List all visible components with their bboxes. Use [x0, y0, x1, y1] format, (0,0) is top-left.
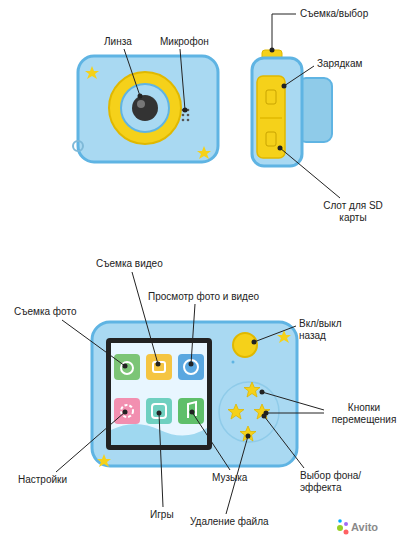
part-label: Линза [104, 36, 132, 48]
part-label: Музыка [212, 472, 247, 484]
camera-back [92, 322, 297, 467]
part-label: Настройки [18, 474, 67, 486]
camera-front [73, 56, 218, 162]
part-label: Микрофон [160, 36, 209, 48]
part-label: Зарядкам [317, 58, 362, 70]
part-label: Выбор фона/эффекта [300, 470, 400, 494]
part-label: Вкл/выкл назад [299, 318, 355, 342]
part-label: Просмотр фото и видео [148, 291, 259, 303]
leader-dots [123, 48, 287, 439]
part-label: Съемка видео [96, 258, 163, 270]
part-label: Съемка фото [14, 306, 76, 318]
part-label: Кнопки перемещения [328, 402, 400, 426]
part-label: Avito [351, 521, 378, 534]
leader-lines [56, 14, 340, 514]
part-label: Съемка/выбор [300, 8, 368, 20]
watermark-logo [337, 519, 349, 534]
part-label: Игры [150, 509, 174, 521]
part-label: Слот для SD карты [322, 200, 384, 224]
part-label: Удаление файла [190, 516, 269, 528]
